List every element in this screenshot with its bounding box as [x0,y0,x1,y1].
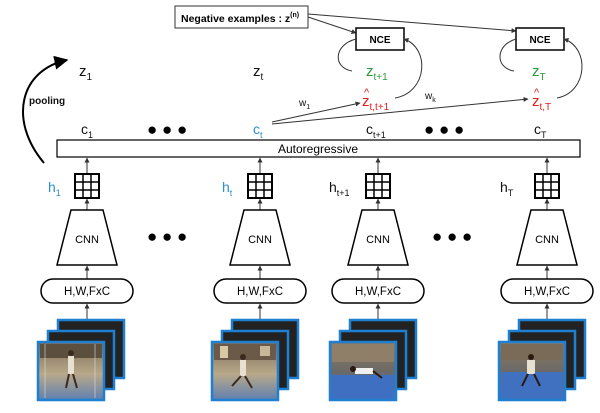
pooling-label: pooling [29,96,65,107]
cnn-block-t-plus-1: CNN [347,209,409,266]
svg-text:zt,t+1: zt,t+1 [362,93,390,113]
feature-grid-T [534,173,560,199]
c-label-1: c1 [81,121,93,140]
nce-box-2: NCE [515,27,565,51]
cnn-label-1: CNN [75,234,99,246]
svg-text:^: ^ [364,87,370,99]
column-T: hT CNN H,W,FxC [500,157,594,320]
column-t: ht CNN H,W,FxC [213,157,307,320]
z-pred-t-t-plus-1: ^ zt,t+1 [362,87,390,113]
h-label-T: hT [500,179,514,198]
nce1-pred-link [394,38,423,99]
svg-text:^: ^ [534,87,540,99]
z-target-T: zT [532,63,546,83]
c-label-t-plus-1: ct+1 [366,121,386,140]
cnn-block-T: CNN [516,209,578,266]
nce1-target-link [337,38,357,72]
input-shape-t: H,W,FxC [213,278,307,304]
input-label-1: H,W,FxC [64,286,110,298]
pooling-arrow [22,55,69,164]
h-label-t: ht [222,179,233,198]
cnn-label-t: CNN [248,234,272,246]
input-label-t: H,W,FxC [237,286,283,298]
nce2-pred-link [556,38,583,99]
input-label-t-plus-1: H,W,FxC [355,286,401,298]
frame-stack-1 [36,318,126,402]
input-label-T: H,W,FxC [524,286,570,298]
nce-label-1: NCE [369,35,390,46]
negative-arrow-1 [307,16,357,34]
feature-grid-t [247,173,273,199]
ellipsis-c-right: ● ● ● [424,120,464,139]
input-shape-T: H,W,FxC [500,278,594,304]
z-label-t: zt [253,63,264,83]
z-label-1: z1 [79,63,93,83]
negative-examples-label: Negative examples : z(n) [181,12,299,25]
w1-arrow [271,101,361,123]
wk-label: wk [424,91,436,104]
ellipsis-c-left: ● ● ● [147,120,187,139]
frame-stack-T [497,318,587,402]
column-1: h1 CNN H,W,FxC [40,157,134,320]
z-pred-t-T: ^ zt,T [532,87,551,113]
input-shape-1: H,W,FxC [40,278,134,304]
ellipsis-cnn-left: ● ● ● [147,227,187,246]
w1-label: w1 [298,98,310,111]
c-label-t: ct [253,121,263,140]
autoregressive-bar: Autoregressive [56,139,581,158]
autoregressive-label: Autoregressive [278,142,358,156]
cnn-block-t: CNN [229,209,291,266]
svg-text:zt,T: zt,T [532,93,551,113]
frame-stack-t-plus-1 [328,318,418,402]
column-t-plus-1: ht+1 CNN H,W,FxC [329,157,425,320]
nce2-target-link [499,38,517,72]
negative-arrow-2 [307,13,517,34]
cnn-label-T: CNN [535,234,559,246]
cnn-block-1: CNN [56,209,118,266]
z-target-t-plus-1: zt+1 [366,63,388,83]
nce-box-1: NCE [355,27,405,51]
h-label-t-plus-1: ht+1 [329,179,350,198]
ellipsis-cnn-right: ● ● ● [432,227,472,246]
c-label-T: cT [534,121,547,140]
input-shape-t-plus-1: H,W,FxC [331,278,425,304]
h-label-1: h1 [48,179,61,198]
negative-examples-box: Negative examples : z(n) [174,5,309,29]
frame-stack-t [210,318,300,402]
cnn-label-t-plus-1: CNN [366,234,390,246]
wk-arrow [271,96,529,125]
feature-grid-1 [74,173,100,199]
feature-grid-t-plus-1 [365,173,391,199]
nce-label-2: NCE [529,35,550,46]
